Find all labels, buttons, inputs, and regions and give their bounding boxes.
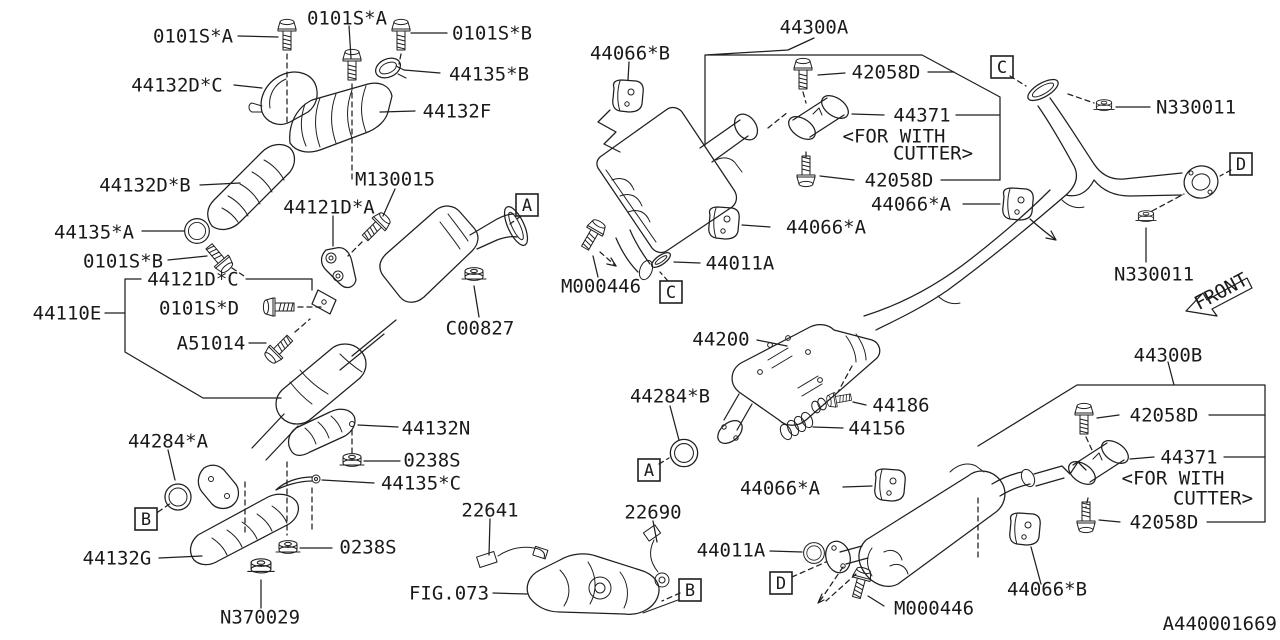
center-catalyst-44200-drawing <box>669 323 881 468</box>
part-label-n330011: N330011 <box>1156 97 1236 119</box>
fig073-converter-drawing <box>476 524 679 615</box>
part-label-44066b: 44066*B <box>590 43 670 65</box>
part-label-44132n: 44132N <box>402 418 471 440</box>
ref-box-letter: C <box>997 58 1007 78</box>
drawing-number: A440001669 <box>1163 613 1277 635</box>
ref-box-d: D <box>1229 152 1253 176</box>
part-label-44200: 44200 <box>692 329 749 351</box>
part-label-44135b: 44135*B <box>449 64 529 86</box>
reference-boxes-layer: A A B B C C D D <box>134 55 1253 602</box>
ref-box-letter: C <box>666 283 676 303</box>
part-label-44066a: 44066*A <box>786 217 867 239</box>
part-label-0238s: 0238S <box>403 450 460 472</box>
part-label-44132dc: 44132D*C <box>131 75 223 97</box>
ref-box-letter: D <box>1236 155 1246 175</box>
leader-lines <box>141 25 1266 609</box>
part-label-44284b: 44284*B <box>630 386 710 408</box>
front-direction-arrow <box>1185 277 1253 317</box>
rear-muffler-44300B-drawing <box>803 435 1134 587</box>
ref-box-letter: A <box>644 461 654 481</box>
ref-box-c: C <box>990 55 1014 79</box>
part-label-cutter: CUTTER> <box>893 143 973 165</box>
mid-pipe-Y-drawing <box>863 78 1219 331</box>
ref-box-letter: B <box>685 581 695 601</box>
ref-box-frame <box>1229 152 1253 176</box>
part-label-cutter: CUTTER> <box>1173 488 1253 510</box>
part-label-m000446: M000446 <box>561 276 641 298</box>
ref-box-frame <box>515 193 539 217</box>
part-labels-layer: 0101S*A 0101S*A 0101S*B 44135*B 44132F 44132D… <box>33 8 1253 629</box>
part-label-a51014: A51014 <box>177 333 246 355</box>
ref-box-frame <box>990 55 1014 79</box>
part-label-44121da: 44121D*A <box>283 197 375 219</box>
part-label-44135a: 44135*A <box>54 222 135 244</box>
ref-box-b: B <box>134 507 158 531</box>
ref-box-frame <box>659 280 683 304</box>
group-brackets <box>104 37 1266 523</box>
ref-box-a: A <box>637 458 661 482</box>
part-label-forwith: <FOR WITH <box>1122 468 1225 490</box>
part-label-m130015: M130015 <box>355 169 435 191</box>
part-label-0101sa: 0101S*A <box>307 8 388 30</box>
part-label-44284a: 44284*A <box>128 431 209 453</box>
part-label-44066a: 44066*A <box>871 194 952 216</box>
part-label-0101sa: 0101S*A <box>153 26 234 48</box>
part-label-44132g: 44132G <box>83 548 152 570</box>
part-label-44121dc: 44121D*C <box>147 269 239 291</box>
front-pipe-assembly-drawing <box>164 205 529 511</box>
part-label-44110e: 44110E <box>33 303 102 325</box>
lower-heat-shields-drawing <box>189 408 356 566</box>
rear-muffler-44300A-drawing <box>596 79 759 281</box>
part-label-42058d: 42058D <box>1130 405 1199 427</box>
part-label-forwith: <FOR WITH <box>843 126 946 148</box>
part-label-n370029: N370029 <box>220 607 300 629</box>
part-label-44156: 44156 <box>848 418 905 440</box>
front-pipe-heat-shield-group <box>184 57 407 244</box>
ref-box-a: A <box>515 193 539 217</box>
front-label: FRONT <box>1191 269 1252 315</box>
ref-box-frame <box>637 458 661 482</box>
part-label-n330011: N330011 <box>1114 264 1194 286</box>
part-label-0101sd: 0101S*D <box>159 298 239 320</box>
part-label-44371: 44371 <box>893 105 950 127</box>
part-label-44011a: 44011A <box>706 253 775 275</box>
part-label-44132db: 44132D*B <box>99 175 191 197</box>
ref-box-frame <box>134 507 158 531</box>
part-label-c00827: C00827 <box>446 318 515 340</box>
ref-box-d: D <box>769 571 793 595</box>
part-label-44186: 44186 <box>872 395 929 417</box>
part-label-44132f: 44132F <box>423 101 492 123</box>
assembly-dashed-lines <box>157 53 1232 604</box>
ref-box-frame <box>769 571 793 595</box>
part-label-44066a: 44066*A <box>740 478 821 500</box>
part-label-42058d: 42058D <box>1130 512 1199 534</box>
ref-box-letter: B <box>141 510 151 530</box>
part-label-0101sb: 0101S*B <box>452 23 532 45</box>
part-label-22641: 22641 <box>461 500 518 522</box>
ref-box-c: C <box>659 280 683 304</box>
part-label-44371: 44371 <box>1160 447 1217 469</box>
part-label-0238s: 0238S <box>339 537 396 559</box>
part-label-42058d: 42058D <box>865 170 934 192</box>
part-label-fig073: FIG.073 <box>409 583 489 605</box>
ref-box-letter: A <box>522 196 532 216</box>
part-label-44011a: 44011A <box>697 540 766 562</box>
ref-box-b: B <box>678 578 702 602</box>
part-label-m000446: M000446 <box>894 598 974 620</box>
ref-box-letter: D <box>776 574 786 594</box>
part-label-44300b: 44300B <box>1134 345 1203 367</box>
part-label-44300a: 44300A <box>780 17 849 39</box>
part-label-44066b: 44066*B <box>1007 579 1087 601</box>
ref-box-frame <box>678 578 702 602</box>
part-label-0101sb: 0101S*B <box>83 251 163 273</box>
part-label-42058d: 42058D <box>852 62 921 84</box>
part-label-44135c: 44135*C <box>381 473 461 495</box>
part-label-22690: 22690 <box>624 502 681 524</box>
